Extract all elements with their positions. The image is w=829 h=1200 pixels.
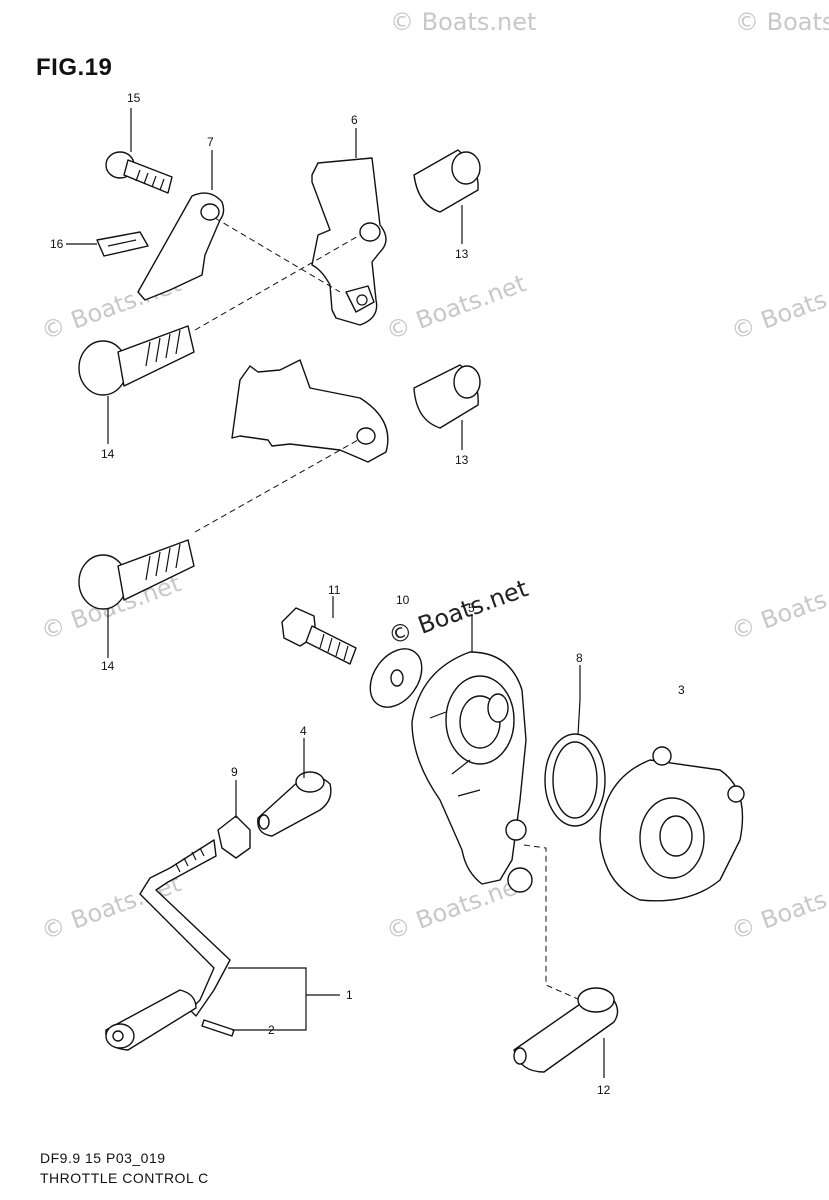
rod-end-part-4 xyxy=(257,771,332,837)
cover-part-3 xyxy=(599,746,745,902)
watermark: © Boats.net xyxy=(390,8,536,36)
callout-9: 9 xyxy=(231,765,238,779)
nut-part-9 xyxy=(217,815,251,859)
callout-12: 12 xyxy=(597,1083,611,1097)
figure-description: THROTTLE CONTROL C xyxy=(40,1170,209,1186)
collar-part-13-upper xyxy=(413,149,481,213)
watermark: © Boats.net xyxy=(727,569,829,645)
callout-1: 1 xyxy=(346,988,353,1002)
watermark-center: © Boats.net xyxy=(384,574,531,650)
throttle-lever-part-5 xyxy=(411,651,533,893)
figure-code: DF9.9 15 P03_019 xyxy=(40,1150,166,1166)
callout-labels: 15 7 6 16 13 13 14 14 11 10 5 8 3 4 9 1 … xyxy=(50,91,685,1097)
alignment-lines-upper xyxy=(194,217,361,533)
clip-part-16 xyxy=(96,231,149,257)
alignment-line-lower xyxy=(523,844,581,1001)
callout-6: 6 xyxy=(351,113,358,127)
watermark: © Boats.net xyxy=(735,8,829,36)
callout-13-lower: 13 xyxy=(455,453,469,467)
bracket-part-6 xyxy=(311,157,387,326)
callout-10: 10 xyxy=(396,593,410,607)
leader-lines xyxy=(66,108,605,1078)
lower-bracket-arm xyxy=(231,359,389,463)
callout-14-lower: 14 xyxy=(101,659,115,673)
bolt-part-11 xyxy=(281,607,357,665)
spring-part-8 xyxy=(544,699,606,827)
callout-3: 3 xyxy=(678,683,685,697)
watermark: © Boats.net xyxy=(382,269,529,345)
watermark: © Boats.net xyxy=(727,869,829,945)
throttle-rod-part-1 xyxy=(105,839,231,1051)
callout-11: 11 xyxy=(328,583,341,597)
link-plate-part-7 xyxy=(137,192,225,301)
callout-2: 2 xyxy=(268,1023,275,1037)
figure-title: FIG.19 xyxy=(36,54,113,81)
watermark: © Boats.net xyxy=(727,269,829,345)
shoulder-bolt-part-14-upper xyxy=(78,325,195,396)
callout-15: 15 xyxy=(127,91,141,105)
callout-13-upper: 13 xyxy=(455,247,469,261)
callout-4: 4 xyxy=(300,724,307,738)
callout-5: 5 xyxy=(468,601,475,615)
shoulder-bolt-part-14-lower xyxy=(78,539,195,610)
pin-part-2 xyxy=(201,1019,235,1037)
callout-7: 7 xyxy=(207,135,214,149)
rod-end-part-12 xyxy=(513,987,619,1073)
callout-14-upper: 14 xyxy=(101,447,115,461)
washer-part-10 xyxy=(369,648,423,708)
collar-part-13-lower xyxy=(413,364,481,429)
callout-16: 16 xyxy=(50,237,64,251)
callout-8: 8 xyxy=(576,651,583,665)
bolt-part-15 xyxy=(105,151,173,194)
